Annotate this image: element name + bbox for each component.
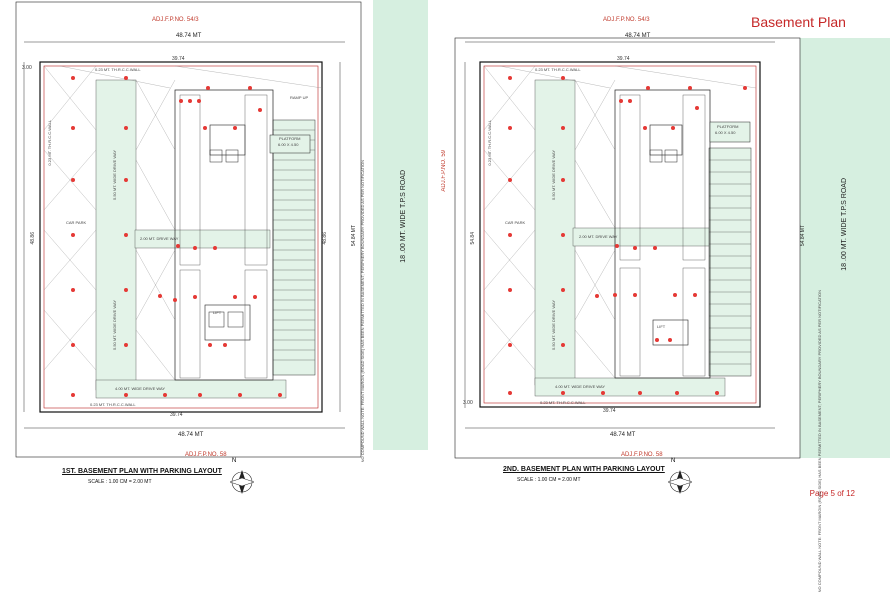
left-dimension: 48.86 [30, 232, 36, 245]
drive-way-left-label-2: 5.50 MT. WIDE DRIVE WAY [112, 300, 117, 351]
bottom-wall-label: 0.23 MT. TH.R.C.C.WALL [90, 402, 136, 407]
car-park-label: CAR PARK [66, 220, 87, 225]
drive-way-left-label: 5.50 MT. WIDE DRIVE WAY [112, 150, 117, 201]
top-dimension: 48.74 MT [625, 33, 651, 39]
left-wall-label: 0.23 MT. TH.R.C.C.WALL [47, 120, 52, 166]
top-wall-label: 0.23 MT. TH.R.C.C.WALL [535, 67, 581, 72]
bottom-dimension: 48.74 MT [178, 432, 204, 438]
top-dimension: 48.74 MT [176, 33, 202, 39]
plan-2-drawing [454, 37, 801, 494]
adj-bottom-label: ADJ.F.P.NO. 58 [185, 452, 227, 458]
plan-1-drawing [15, 1, 362, 494]
car-park-label: CAR PARK [505, 220, 526, 225]
north-arrow-icon: N [232, 458, 237, 464]
top-wall-label: 0.23 MT. TH.R.C.C.WALL [95, 67, 141, 72]
scale-label: SCALE : 1.00 CM = 2.00 MT [88, 479, 152, 485]
platform-dimension: 6.00 X 4.50 [278, 142, 299, 147]
adj-top-label: ADJ.F.P.NO. 54/3 [603, 17, 650, 23]
left-wall-label: 0.23 MT. TH.R.C.C.WALL [487, 120, 492, 166]
lift-label: LIFT [213, 310, 222, 315]
inner-bottom-dimension: 39.74 [170, 412, 183, 418]
corner-dimension: 3.00 [22, 65, 32, 71]
road-strip [373, 0, 428, 450]
scale-label: SCALE : 1.00 CM = 2.00 MT [517, 477, 581, 483]
inner-bottom-dimension: 39.74 [603, 408, 616, 414]
drive-way-mid-label: 2.00 MT. DRIVE WAY [140, 236, 179, 241]
drive-way-bottom-label: 4.00 MT. WIDE DRIVE WAY [115, 386, 166, 391]
drive-way-mid-label: 2.00 MT. DRIVE WAY [579, 234, 618, 239]
plan-2: ADJ.F.P.NO. 54/3 48.74 MT ADJ.F.P.NO. 58… [441, 0, 895, 592]
platform-label: PLATFORM [279, 136, 301, 141]
road-strip [800, 38, 890, 458]
drive-way-bottom-label: 4.00 MT. WIDE DRIVE WAY [555, 384, 606, 389]
platform-dimension: 6.00 X 4.50 [715, 130, 736, 135]
drive-way-left-label-2: 5.50 MT. WIDE DRIVE WAY [551, 300, 556, 351]
adj-top-label: ADJ.F.P.NO. 54/3 [152, 17, 199, 23]
left-dimension: 54.84 [470, 232, 476, 245]
sheet-title: 1ST. BASEMENT PLAN WITH PARKING LAYOUT [62, 468, 222, 475]
bottom-wall-label: 0.23 MT. TH.R.C.C.WALL [540, 400, 586, 405]
page-title: Basement Plan [751, 14, 846, 30]
bottom-dimension: 48.74 MT [610, 432, 636, 438]
platform-label: PLATFORM [717, 124, 739, 129]
inner-top-dimension: 39.74 [617, 56, 630, 62]
right-dimension: 48.86 [322, 232, 328, 245]
sheet-title: 2ND. BASEMENT PLAN WITH PARKING LAYOUT [503, 466, 665, 473]
ramp-label: RAMP UP [290, 95, 309, 100]
drive-way-left-label: 5.50 MT. WIDE DRIVE WAY [551, 150, 556, 201]
lift-label: LIFT [657, 324, 666, 329]
page-number: Page 5 of 12 [809, 489, 855, 498]
plan-1: ADJ.F.P.NO. 54/3 48.74 MT ADJ.F.P.NO. 58… [0, 0, 445, 506]
inner-top-dimension: 39.74 [172, 56, 185, 62]
north-arrow-icon: N [671, 458, 676, 464]
corner-dimension: 3.00 [463, 400, 473, 406]
adj-bottom-label: ADJ.F.P.NO. 58 [621, 452, 663, 458]
